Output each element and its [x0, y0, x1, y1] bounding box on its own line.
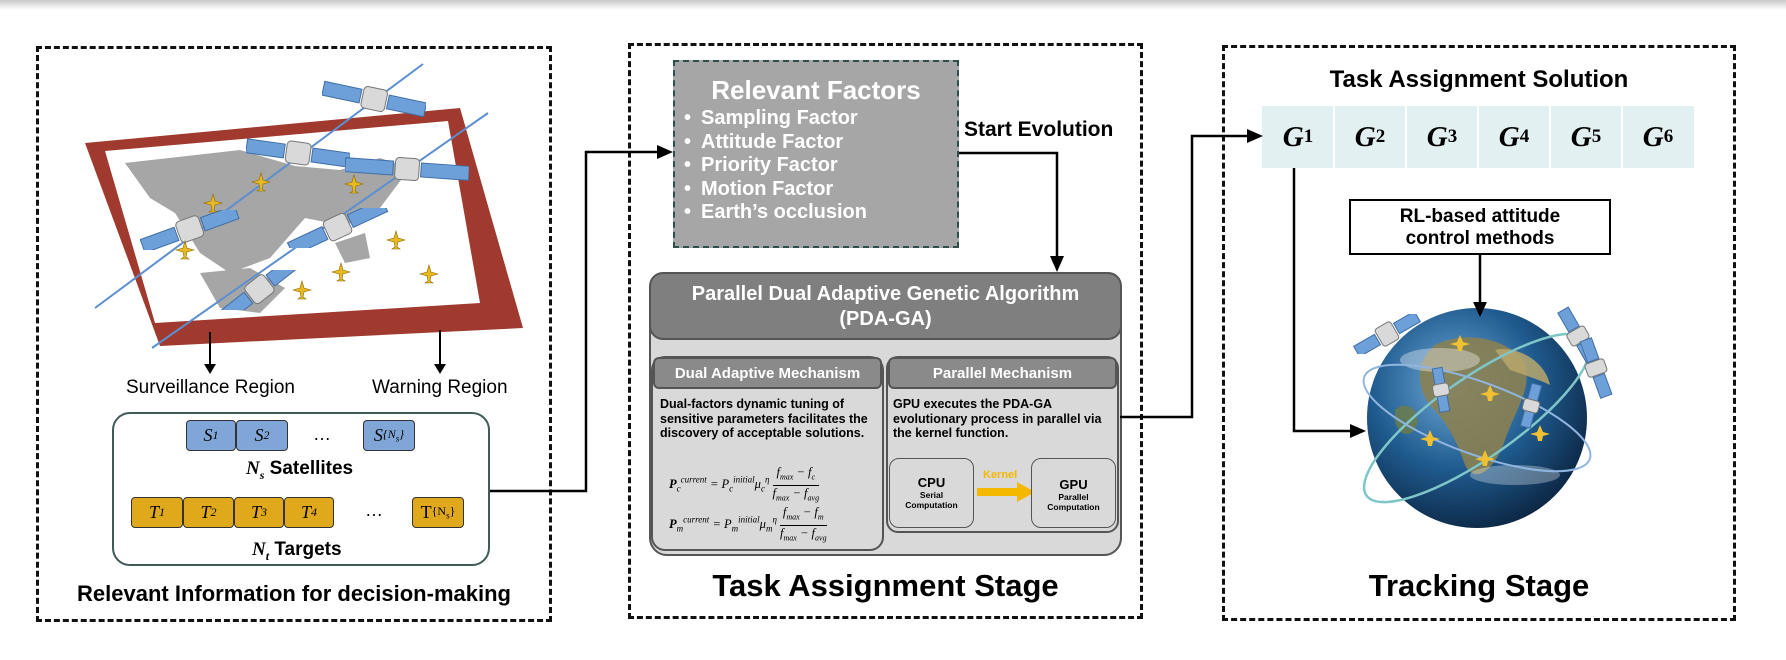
satellite-icon	[1579, 337, 1613, 399]
satellites-label: Ns Satellites	[246, 458, 354, 482]
decision-info-caption: Relevant Information for decision-making	[77, 581, 511, 606]
satellite-icon	[1519, 382, 1543, 429]
aircraft-target-icon	[175, 240, 195, 260]
satellite-icon	[1353, 314, 1421, 354]
cpu-title: CPU	[917, 475, 946, 490]
target-pill: T{Ns}	[412, 497, 464, 528]
aircraft-target-icon	[251, 172, 271, 192]
dual-adaptive-description: Dual-factors dynamic tuning of sensitive…	[660, 397, 868, 440]
aircraft-target-icon	[331, 262, 351, 282]
solution-title: Task Assignment Solution	[1329, 66, 1629, 93]
tracking-caption: Tracking Stage	[1368, 568, 1590, 603]
satellite-icon	[1431, 366, 1451, 413]
parallel-mechanism-header: Parallel Mechanism	[888, 357, 1117, 389]
cpu-subtitle: Serial Computation	[905, 490, 958, 510]
aircraft-target-icon	[419, 264, 439, 284]
formula-pm: Pmcurrent = Pminitialμmη fmax − fm fmax …	[669, 505, 827, 542]
surveillance-region-label: Surveillance Region	[126, 377, 295, 398]
aircraft-target-icon	[344, 174, 364, 194]
relevant-factors-title: Relevant Factors	[711, 75, 921, 105]
task-assignment-panel	[628, 43, 1143, 619]
rl-control-box: RL-based attitude control methods	[1349, 199, 1611, 255]
factor-item: Motion Factor	[675, 178, 957, 202]
kernel-label: Kernel	[983, 469, 1018, 481]
window-top-shadow	[0, 0, 1786, 10]
satellite-icon	[140, 210, 240, 250]
aircraft-target-icon	[292, 280, 312, 300]
rl-control-line2: control methods	[1405, 228, 1555, 249]
pda-ga-title: Parallel Dual Adaptive Genetic Algorithm…	[649, 272, 1122, 340]
gpu-box: GPU Parallel Computation	[1031, 458, 1116, 528]
task-assignment-caption: Task Assignment Stage	[712, 568, 1059, 603]
gpu-title: GPU	[1059, 477, 1088, 492]
rl-control-line1: RL-based attitude	[1399, 206, 1561, 227]
formula-pc: Pccurrent = Pcinitialμcη fmax − fc fmax …	[669, 465, 820, 502]
satellite-icon	[345, 156, 469, 182]
targets-label: Nt Targets	[252, 539, 342, 563]
ellipsis: …	[365, 500, 383, 520]
relevant-factors-box: Relevant Factors Sampling Factor Attitud…	[673, 60, 959, 248]
aircraft-target-icon	[203, 193, 223, 213]
warning-region-label: Warning Region	[372, 377, 508, 398]
satellite-icon	[214, 270, 304, 310]
factor-item: Attitude Factor	[675, 131, 957, 155]
satellite-icon	[286, 208, 389, 248]
tracking-panel	[1222, 45, 1736, 621]
gene-separators	[1333, 106, 1623, 168]
cpu-box: CPU Serial Computation	[889, 458, 974, 528]
entities-box	[112, 412, 490, 566]
parallel-mechanism-description: GPU executes the PDA-GA evolutionary pro…	[893, 397, 1102, 440]
pda-ga-title-line2: (PDA-GA)	[839, 308, 932, 330]
start-evolution-label: Start Evolution	[964, 118, 1114, 141]
pda-ga-title-line1: Parallel Dual Adaptive Genetic Algorithm	[691, 283, 1080, 305]
ellipsis: …	[313, 424, 331, 444]
factor-item: Earth’s occlusion	[675, 201, 957, 225]
kernel-arrow	[977, 482, 1035, 502]
dual-adaptive-header: Dual Adaptive Mechanism	[653, 357, 882, 389]
factor-item: Sampling Factor	[675, 107, 957, 131]
aircraft-target-icon	[386, 230, 406, 250]
gpu-subtitle: Parallel Computation	[1047, 492, 1100, 512]
satellite-icon	[322, 80, 426, 118]
factor-item: Priority Factor	[675, 154, 957, 178]
decision-info-panel	[36, 46, 552, 622]
satellite-pill: S{Ns}	[363, 420, 415, 451]
region-pointer-arrows	[204, 330, 446, 374]
